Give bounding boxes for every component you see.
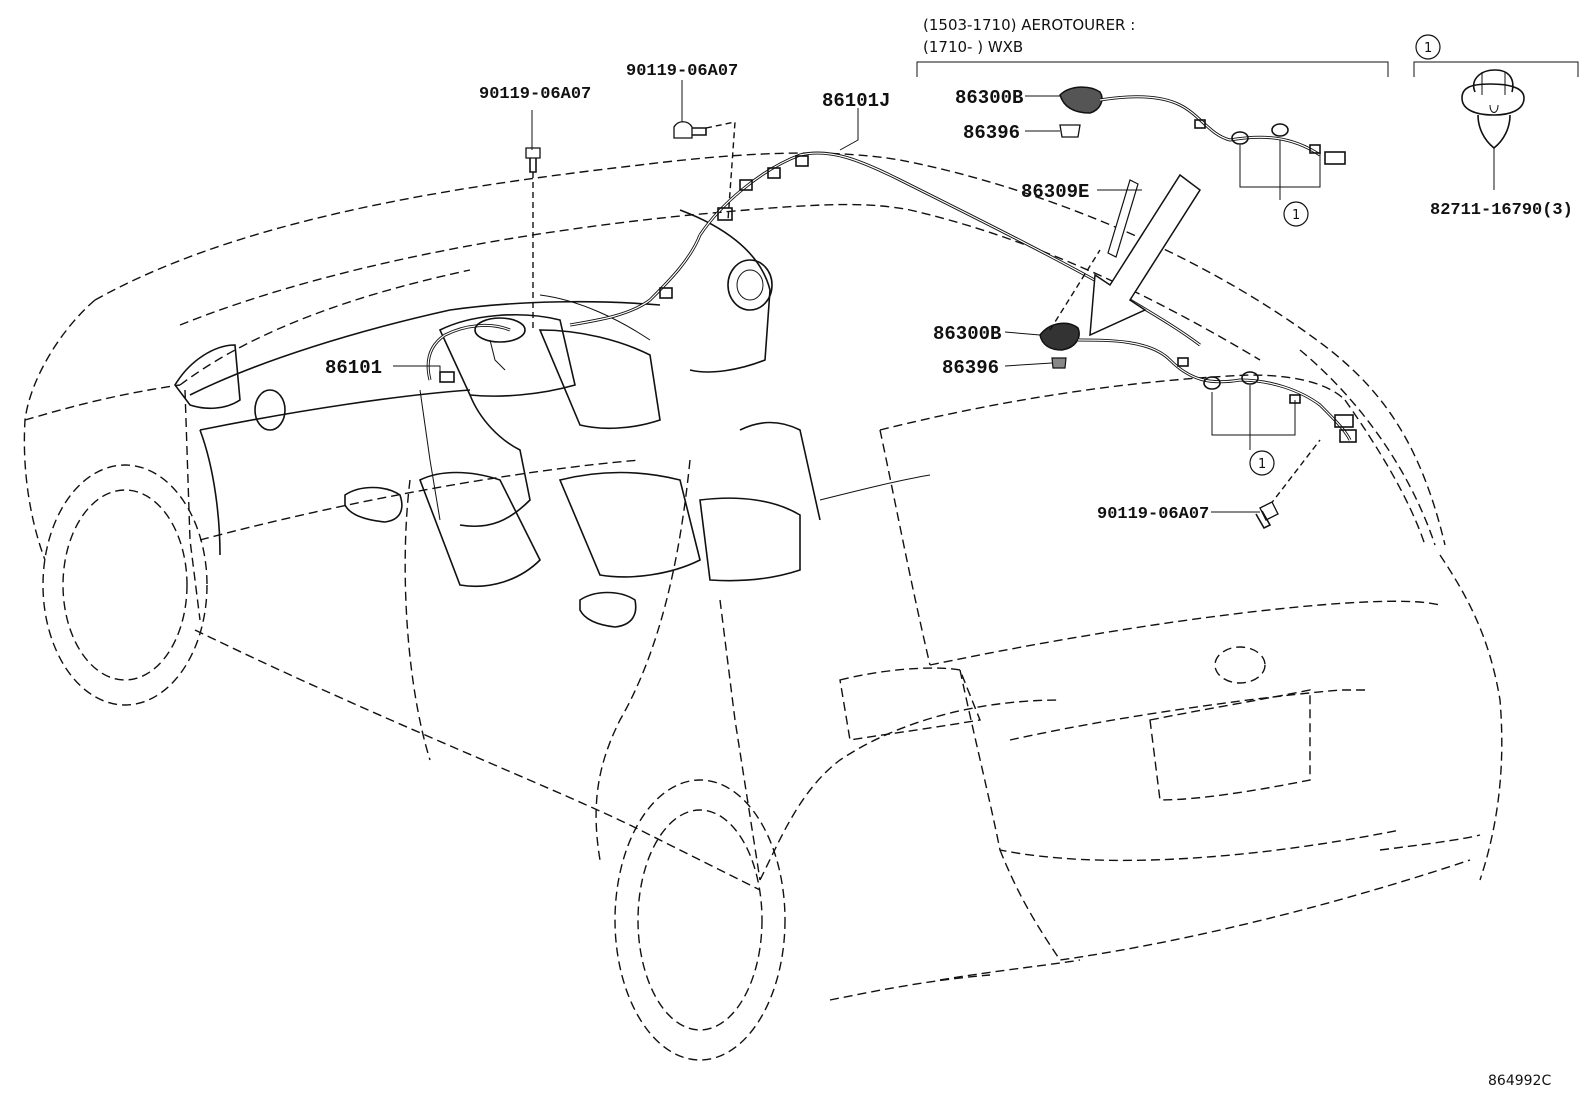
variant-header-line2: (1710- ) WXB	[923, 38, 1023, 56]
direction-arrow	[1089, 173, 1202, 337]
callout-pad-lower: 86396	[942, 357, 999, 379]
bolt-upper-left[interactable]	[525, 147, 541, 330]
callout-bolt-upper-mid: 90119-06A07	[626, 62, 738, 81]
circle-marker-upper: 1	[1283, 201, 1309, 227]
front-harness-86101[interactable]	[426, 317, 526, 383]
antenna-body-lower	[1039, 322, 1080, 351]
svg-text:1: 1	[1292, 208, 1300, 223]
callout-clamp-part: 82711-16790(3)	[1430, 201, 1573, 220]
leader-lines	[393, 80, 1260, 513]
bolt-rear[interactable]	[1255, 501, 1279, 530]
callout-cover-86309e: 86309E	[1021, 181, 1089, 203]
bolt-upper-mid[interactable]	[673, 121, 736, 221]
cover-86309e[interactable]	[1107, 179, 1139, 258]
variant-header-line1: (1503-1710) AEROTOURER :	[923, 16, 1135, 34]
svg-text:1: 1	[1258, 457, 1266, 472]
pad-upper	[1059, 124, 1081, 138]
header-bracket-circle	[1413, 61, 1579, 77]
callout-bolt-upper-left: 90119-06A07	[479, 85, 591, 104]
pad-lower	[1051, 357, 1067, 369]
callout-antenna-lower: 86300B	[933, 323, 1001, 345]
callout-harness-86101: 86101	[325, 357, 382, 379]
vehicle-outline	[23, 152, 1503, 1061]
antenna-body-upper	[1059, 86, 1103, 114]
callout-harness-86101j: 86101J	[822, 90, 890, 112]
circle-marker-header: 1	[1415, 34, 1441, 60]
clamp-inset[interactable]	[1461, 69, 1525, 190]
antenna-installed-lower[interactable]	[1039, 249, 1357, 506]
header-bracket-main	[916, 61, 1389, 77]
svg-text:1: 1	[1424, 41, 1432, 56]
diagram-reference-code: 864992C	[1488, 1073, 1551, 1089]
circle-marker-lower: 1	[1249, 450, 1275, 476]
callout-pad-upper: 86396	[963, 122, 1020, 144]
callout-bolt-rear: 90119-06A07	[1097, 505, 1209, 524]
callout-antenna-upper: 86300B	[955, 87, 1023, 109]
interior-outline	[174, 209, 931, 628]
antenna-inset-upper[interactable]	[1059, 86, 1346, 200]
